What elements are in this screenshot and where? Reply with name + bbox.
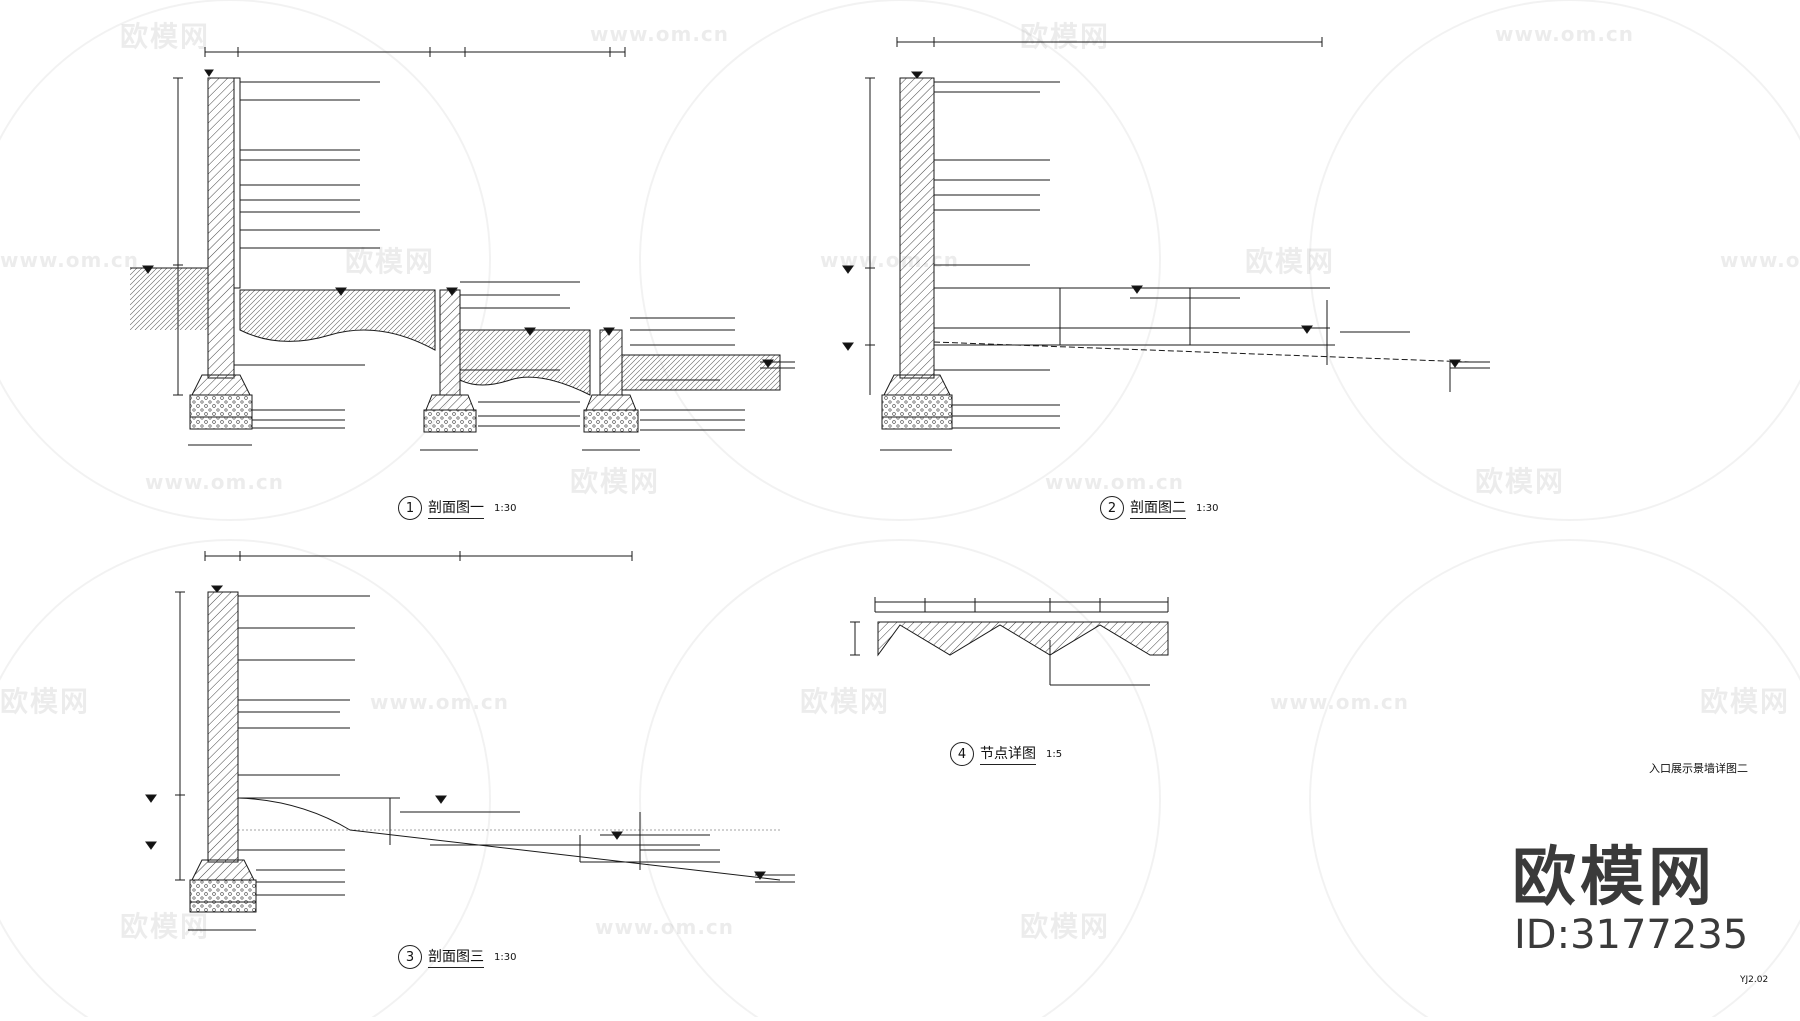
watermark-brand: 欧模网 xyxy=(1700,685,1791,718)
sheet-code: YJ2.02 xyxy=(1740,975,1769,985)
watermark-brand: 欧模网 xyxy=(0,685,91,718)
watermark-brand: 欧模网 xyxy=(570,465,661,498)
sheet-title: 入口展示景墙详图二 xyxy=(1649,762,1748,775)
watermark-brand: 欧模网 xyxy=(1475,465,1566,498)
section-2-title: 2 剖面图二 1:30 xyxy=(1100,496,1218,520)
section-2-title-text: 剖面图二 xyxy=(1130,497,1186,519)
watermark-brand: 欧模网 xyxy=(800,685,891,718)
watermark-url: www.om.cn xyxy=(595,915,735,939)
watermark-brand: 欧模网 xyxy=(1245,245,1336,278)
watermark-url: www.om.cn xyxy=(1270,690,1410,714)
watermark-brand: 欧模网 xyxy=(1020,910,1111,943)
section-4-title: 4 节点详图 1:5 xyxy=(950,742,1062,766)
watermark-url: www.om.cn xyxy=(370,690,510,714)
watermark-url: www.om.cn xyxy=(1720,248,1800,272)
watermark-url: www.om.cn xyxy=(590,22,730,46)
watermark-url: www.om.cn xyxy=(145,470,285,494)
section-4-drawing xyxy=(850,597,1169,686)
watermark-brand: 欧模网 xyxy=(1020,20,1111,53)
watermark-brand: 欧模网 xyxy=(345,245,436,278)
section-4-scale: 1:5 xyxy=(1046,748,1063,760)
section-4-title-text: 节点详图 xyxy=(980,743,1036,765)
watermark-url: www.om.cn xyxy=(0,248,140,272)
watermark-url: www.om.cn xyxy=(1495,22,1635,46)
section-3-title-text: 剖面图三 xyxy=(428,946,484,968)
section-4-number: 4 xyxy=(950,742,974,766)
section-3-drawing xyxy=(145,551,795,931)
watermark-brand: 欧模网 xyxy=(120,20,211,53)
brand-logo-text: 欧模网 xyxy=(1512,841,1716,915)
section-2-scale: 1:30 xyxy=(1196,502,1219,514)
section-2-drawing xyxy=(842,37,1490,451)
section-3-scale: 1:30 xyxy=(494,951,517,963)
section-1-scale: 1:30 xyxy=(494,502,517,514)
section-2-number: 2 xyxy=(1100,496,1124,520)
watermark-url: www.om.cn xyxy=(1045,470,1185,494)
section-1-drawing xyxy=(130,47,795,451)
section-3-number: 3 xyxy=(398,945,422,969)
watermark-url: www.om.cn xyxy=(820,248,960,272)
section-1-number: 1 xyxy=(398,496,422,520)
model-id-text: ID:3177235 xyxy=(1514,912,1749,958)
watermark-brand: 欧模网 xyxy=(120,910,211,943)
section-3-title: 3 剖面图三 1:30 xyxy=(398,945,516,969)
section-1-title: 1 剖面图一 1:30 xyxy=(398,496,516,520)
section-1-title-text: 剖面图一 xyxy=(428,497,484,519)
